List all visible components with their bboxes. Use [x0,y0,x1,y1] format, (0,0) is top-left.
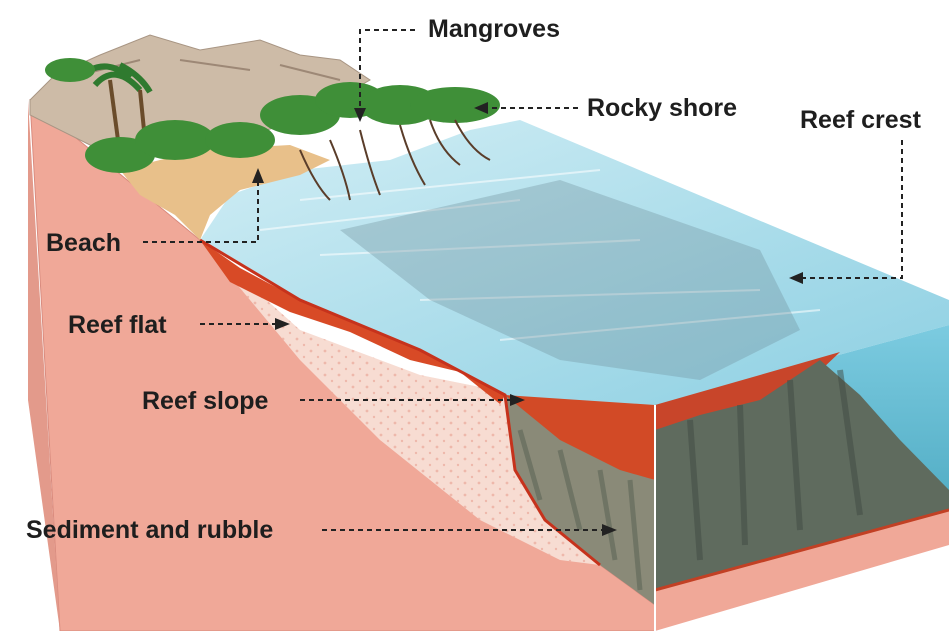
label-reef-slope: Reef slope [142,387,269,415]
rocky-shore-leader [474,102,578,114]
sediment-leader [322,524,617,536]
label-beach: Beach [46,229,122,257]
beach-sand [120,145,330,240]
rock-slope-right [655,360,949,595]
mangroves-leader [354,29,415,122]
submerged-reef-shadow [340,180,800,380]
rubble-slope [505,395,655,605]
reef-flat-leader [200,318,290,330]
mangrove-roots [299,119,491,201]
label-rocky-shore: Rocky shore [587,94,738,122]
reef-slope-leader [300,394,525,406]
label-mangroves: Mangroves [428,15,560,43]
label-reef-crest: Reef crest [800,106,921,134]
seafloor-base [655,510,949,631]
label-reef-flat: Reef flat [68,311,167,339]
label-sediment-and-rubble: Sediment and rubble [26,516,274,544]
beach-leader [143,168,264,243]
reef-crest-leader [789,140,903,284]
shrubs [45,58,500,173]
